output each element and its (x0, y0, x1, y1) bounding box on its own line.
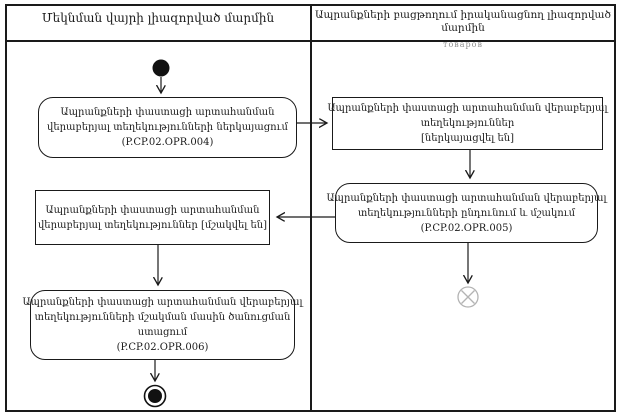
object-text-line: Ապրանքների փաստացի արտահանման (45, 204, 260, 216)
object-state-label: [ներկայացվել են] (420, 133, 515, 144)
action-text-line: տեղեկությունների մշակման մասին ծանուցման (34, 312, 291, 323)
object-text-line: տեղեկություններ (420, 118, 515, 129)
action-text-line: տեղեկությունների ընդունում և մշակում (357, 207, 576, 219)
action-text-line: վերաբերյալ տեղեկությունների ներկայացում (47, 122, 288, 133)
object-export-info-submitted: Ապրանքների փաստացի արտահանման վերաբերյալ… (327, 97, 608, 150)
action-receive-processing-notification: Ապրանքների փաստացի արտահանման վերաբերյալ… (22, 290, 303, 360)
object-state-label: վերաբերյալ տեղեկություններ [մշակվել են] (38, 219, 268, 231)
swimlane-title-text: Ապրանքների բացթողում իրականացնող լիազորվ… (315, 9, 611, 34)
action-text-line: ստացում (137, 327, 188, 338)
action-text-line: Ապրանքների փաստացի արտահանման վերաբերյալ (22, 297, 303, 308)
object-text-line: Ապրանքների փաստացի արտահանման վերաբերյալ (327, 103, 608, 114)
object-export-info-processed: Ապրանքների փաստացի արտահանման վերաբերյալ… (35, 190, 270, 245)
swimlane-divider (310, 4, 312, 412)
swimlane-title-release-authority: Ապրանքների բացթողում իրականացնող լիազորվ… (314, 9, 612, 51)
action-ref-code: (P.CP.02.OPR.005) (420, 222, 513, 234)
action-receive-process-export-info: Ապրանքների փաստացի արտահանման վերաբերյալ… (326, 183, 607, 243)
swimlane-title-faint-subtext: товаров (443, 40, 483, 49)
action-ref-code: (P.CP.02.OPR.006) (116, 342, 209, 353)
action-text-line: Ապրանքների փաստացի արտահանման վերաբերյալ (326, 192, 607, 204)
swimlane-title-departure-authority: Մեկնման վայրի լիազորված մարմին (41, 11, 275, 25)
action-text-line: Ապրանքների փաստացի արտահանման (60, 107, 275, 118)
swimlane-header-rule (5, 40, 616, 42)
action-ref-code: (P.CP.02.OPR.004) (121, 137, 214, 148)
action-submit-export-info: Ապրանքների փաստացի արտահանման վերաբերյալ… (38, 97, 297, 158)
